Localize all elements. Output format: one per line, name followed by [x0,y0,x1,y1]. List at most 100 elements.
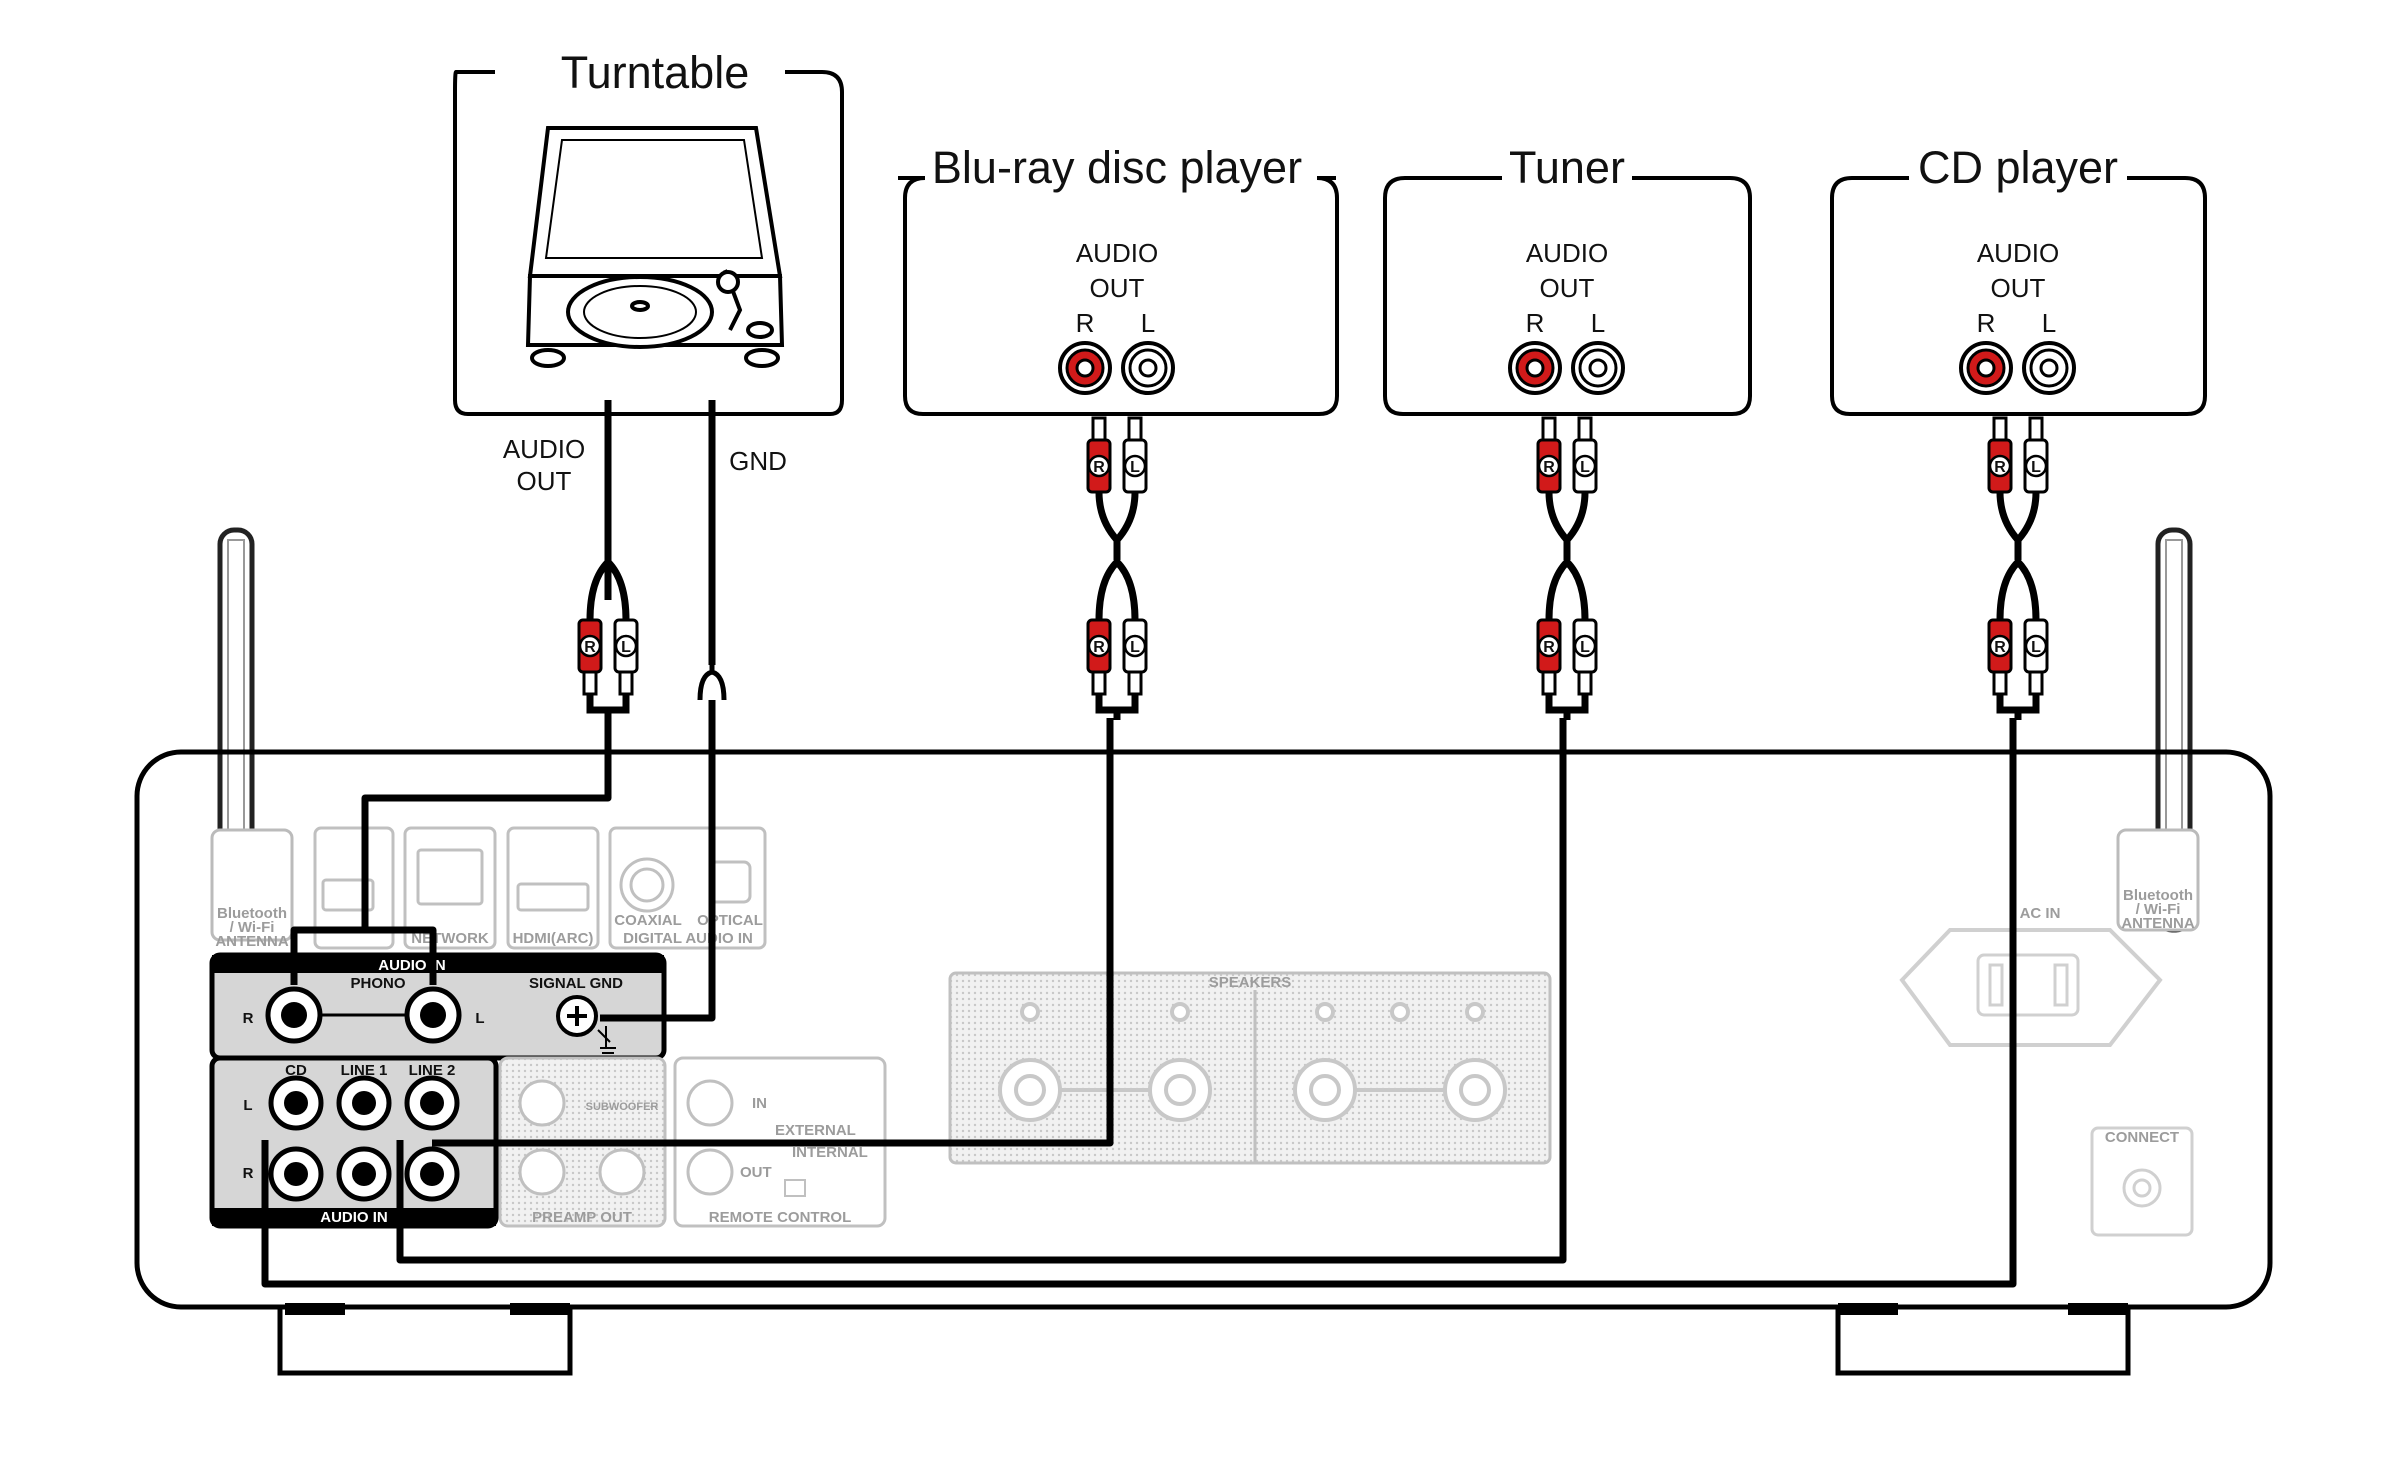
cd-cable-bottom-r-plug-tip [1992,670,2008,696]
bluray-cable-bot-y [1095,557,1139,621]
network-port: NETWORK [403,826,497,950]
speakers-panel: SPEAKERS [948,971,1552,1165]
bluray-cable-bottom-r-plug-letter: R [1093,639,1105,656]
turntable-gnd-label: GND [729,446,787,476]
remote-control-label: REMOTE CONTROL [709,1209,852,1226]
turntable-device: Turntable [453,47,844,416]
digital-audio-in-label: DIGITAL AUDIO IN [623,930,753,947]
phono-input-panel: AUDIO IN PHONO SIGNAL GND R L [209,952,667,1061]
cd-cable-bottom-r-plug-letter: R [1994,639,2006,656]
tuner-l-jack-pin [1588,358,1608,378]
bluray-box-outline [898,176,1339,416]
tuner-out-label: OUT [1540,273,1595,303]
gnd-to-terminal [600,700,716,1022]
bluray-l-label: L [1141,308,1155,338]
cd-cable-top-y [1996,491,2040,546]
bluray-cable-top-l-plug: L [1122,416,1148,494]
bluray-cable-top-l-plug-badge [1123,454,1147,478]
bluray-cable-bottom-l-plug-tip [1127,670,1143,696]
cd-cable-top-l-plug-letter: L [2031,459,2041,476]
audio-in-top-label: AUDIO IN [378,957,446,974]
bluray-audio-label: AUDIO [1076,238,1158,268]
cd-cable-top-r-plug: R [1987,416,2013,494]
tuner-r-jack-pin [1525,358,1545,378]
turntable-to-phono-r [290,720,612,985]
turntable-cable-bottom-r-plug-tip [582,670,598,696]
tuner-cable-top-r-plug-tip [1541,416,1557,442]
tuner-cable-bottom-r-plug-tip [1541,670,1557,696]
cd-audio-label: AUDIO [1977,238,2059,268]
cd-cable-top-r-plug-badge [1988,454,2012,478]
line-jack-core-0-0 [284,1091,308,1115]
tuner-cable-bottom-l-plug-letter: L [1580,639,1590,656]
optical-label: OPTICAL [697,912,763,929]
speakers-label: SPEAKERS [1209,974,1292,991]
cd-cable-top-l-plug: L [2023,416,2049,494]
turntable-cable-bottom-r-plug-letter: R [584,639,596,656]
cd-cable-bottom-r-plug: R [1987,618,2013,696]
cd-cable-bottom-l-plug: L [2023,618,2049,696]
line-jack-core-2-0 [420,1091,444,1115]
tuner-cable-top-l-plug-letter: L [1580,459,1590,476]
cd-cable-bottom-l-plug-letter: L [2031,639,2041,656]
cd-cable-bot-y [1996,557,2040,621]
subwoofer-label: SUBWOOFER [586,1101,659,1113]
turntable-cable-bottom-l-plug-tip [618,670,634,696]
tuner-cable-top-l-plug: L [1572,416,1598,494]
turntable-cable-bottom-r-plug-badge [578,634,602,658]
tuner-cable-bot-y [1545,557,1589,621]
cd-cable-top-r-plug-letter: R [1994,459,2006,476]
line2-label: LINE 2 [409,1062,456,1079]
bluray-cable-bottom-l-plug: L [1122,618,1148,696]
tuner-cable-bottom-l-plug-badge [1573,634,1597,658]
bluray-cable-bottom-r-plug: R [1086,618,1112,696]
bluray-cable-bottom-l-plug-letter: L [1130,639,1140,656]
coaxial-label: COAXIAL [614,912,682,929]
cd-r-label: R [1977,308,1996,338]
rc-in-label: IN [752,1095,767,1112]
connect-port: CONNECT [2090,1126,2194,1237]
line-input-panel: AUDIO IN CD LINE 1 LINE 2 L R [209,1055,499,1229]
line-jacks [268,1075,460,1202]
digital-audio-in: COAXIAL OPTICAL DIGITAL AUDIO IN [608,826,767,950]
tuner-box-outline [1383,176,1752,416]
cd-label: CD [285,1062,307,1079]
ac-in-label: AC IN [2020,905,2061,922]
line-jack-core-1-0 [352,1091,376,1115]
tuner-cable-bottom-l-plug-tip [1577,670,1593,696]
line-jack-core-1-1 [352,1162,376,1186]
tuner-cable-bottom-r-plug-badge [1537,634,1561,658]
tuner-cable-bottom-l-plug: L [1572,618,1598,696]
turntable-title: Turntable [561,47,749,98]
tuner-cable-top-r-plug-letter: R [1543,459,1555,476]
cd-l-jack-pin [2039,358,2059,378]
preamp-out-label: PREAMP OUT [532,1209,632,1226]
phono-l-label: L [475,1010,484,1027]
cd-cable [261,718,2017,1288]
hdmi-label: HDMI(ARC) [513,930,594,947]
tuner-l-label: L [1591,308,1605,338]
cd-title: CD player [1918,142,2118,193]
cd-out-label: OUT [1991,273,2046,303]
phono-label: PHONO [350,975,405,992]
right-antenna-label-1: Bluetooth [2123,887,2193,904]
tuner-cable-top-l-plug-badge [1573,454,1597,478]
amplifier-rear-panel: Bluetooth / Wi-Fi ANTENNA Bluetooth / Wi… [134,527,2273,1376]
cd-r-jack-pin [1976,358,1996,378]
turntable-out-label: OUT [517,466,572,496]
cd-cable-bottom-l-plug-tip [2028,670,2044,696]
right-antenna: Bluetooth / Wi-Fi ANTENNA [2116,527,2200,933]
bluray-cable-wires [1095,491,1139,720]
turntable-cable-bottom-r-plug: R [577,618,603,696]
internal-label: INTERNAL [792,1144,868,1161]
cd-cable-bottom-r-plug-badge [1988,634,2012,658]
usb-port [313,826,395,950]
turntable-cable-bot-y [586,557,630,621]
turntable-cable-bottom-l-plug: L [613,618,639,696]
turntable-cable-bottom-l-plug-badge [614,634,638,658]
antenna-label-3: ANTENNA [215,933,288,950]
signal-gnd-label: SIGNAL GND [529,975,623,992]
